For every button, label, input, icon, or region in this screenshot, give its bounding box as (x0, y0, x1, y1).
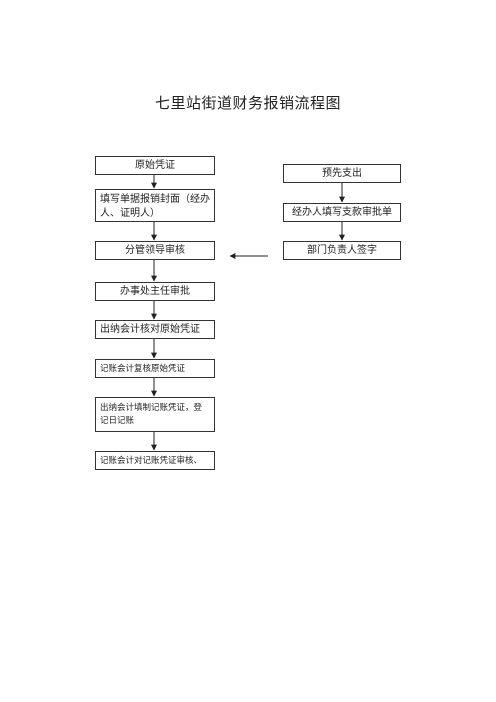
flow-step-label: 部门负责人签字 (307, 244, 377, 256)
flow-step-cashier-check: 出纳会计核对原始凭证 (95, 320, 215, 339)
flow-step-dept-head-sign: 部门负责人签字 (283, 241, 401, 260)
flow-step-label: 预先支出 (322, 167, 362, 179)
flow-step-label: 记账会计对记账凭证审核、 (100, 456, 203, 466)
flow-step-original-voucher: 原始凭证 (95, 156, 215, 175)
flow-step-label: 记账会计复核原始凭证 (100, 364, 186, 374)
flow-step-director-approval: 办事处主任审批 (95, 282, 215, 301)
flow-step-label: 经办人填写支款审批单 (292, 206, 392, 218)
flow-step-label: 出纳会计核对原始凭证 (100, 324, 200, 335)
page-title: 七里站街道财务报销流程图 (154, 94, 341, 112)
flow-step-bookkeeper-audit: 记账会计对记账凭证审核、 (95, 451, 215, 470)
flow-step-advance-payment: 预先支出 (283, 164, 401, 183)
flow-step-label: 分管领导审核 (125, 244, 185, 256)
flow-step-label: 原始凭证 (135, 159, 175, 171)
flow-step-label: 办事处主任审批 (120, 285, 190, 297)
flow-step-label: 出纳会计填制记账凭证，登记日记账 (100, 403, 203, 426)
flow-step-label: 填写单据报销封面（经办人、证明人） (100, 194, 210, 219)
flow-step-bookkeeper-recheck: 记账会计复核原始凭证 (95, 359, 215, 378)
flow-step-fill-cover: 填写单据报销封面（经办人、证明人） (95, 189, 215, 222)
flow-step-leader-review: 分管领导审核 (95, 241, 215, 260)
flow-step-cashier-voucher: 出纳会计填制记账凭证，登记日记账 (95, 397, 215, 432)
flow-step-payment-form: 经办人填写支款审批单 (283, 203, 401, 222)
